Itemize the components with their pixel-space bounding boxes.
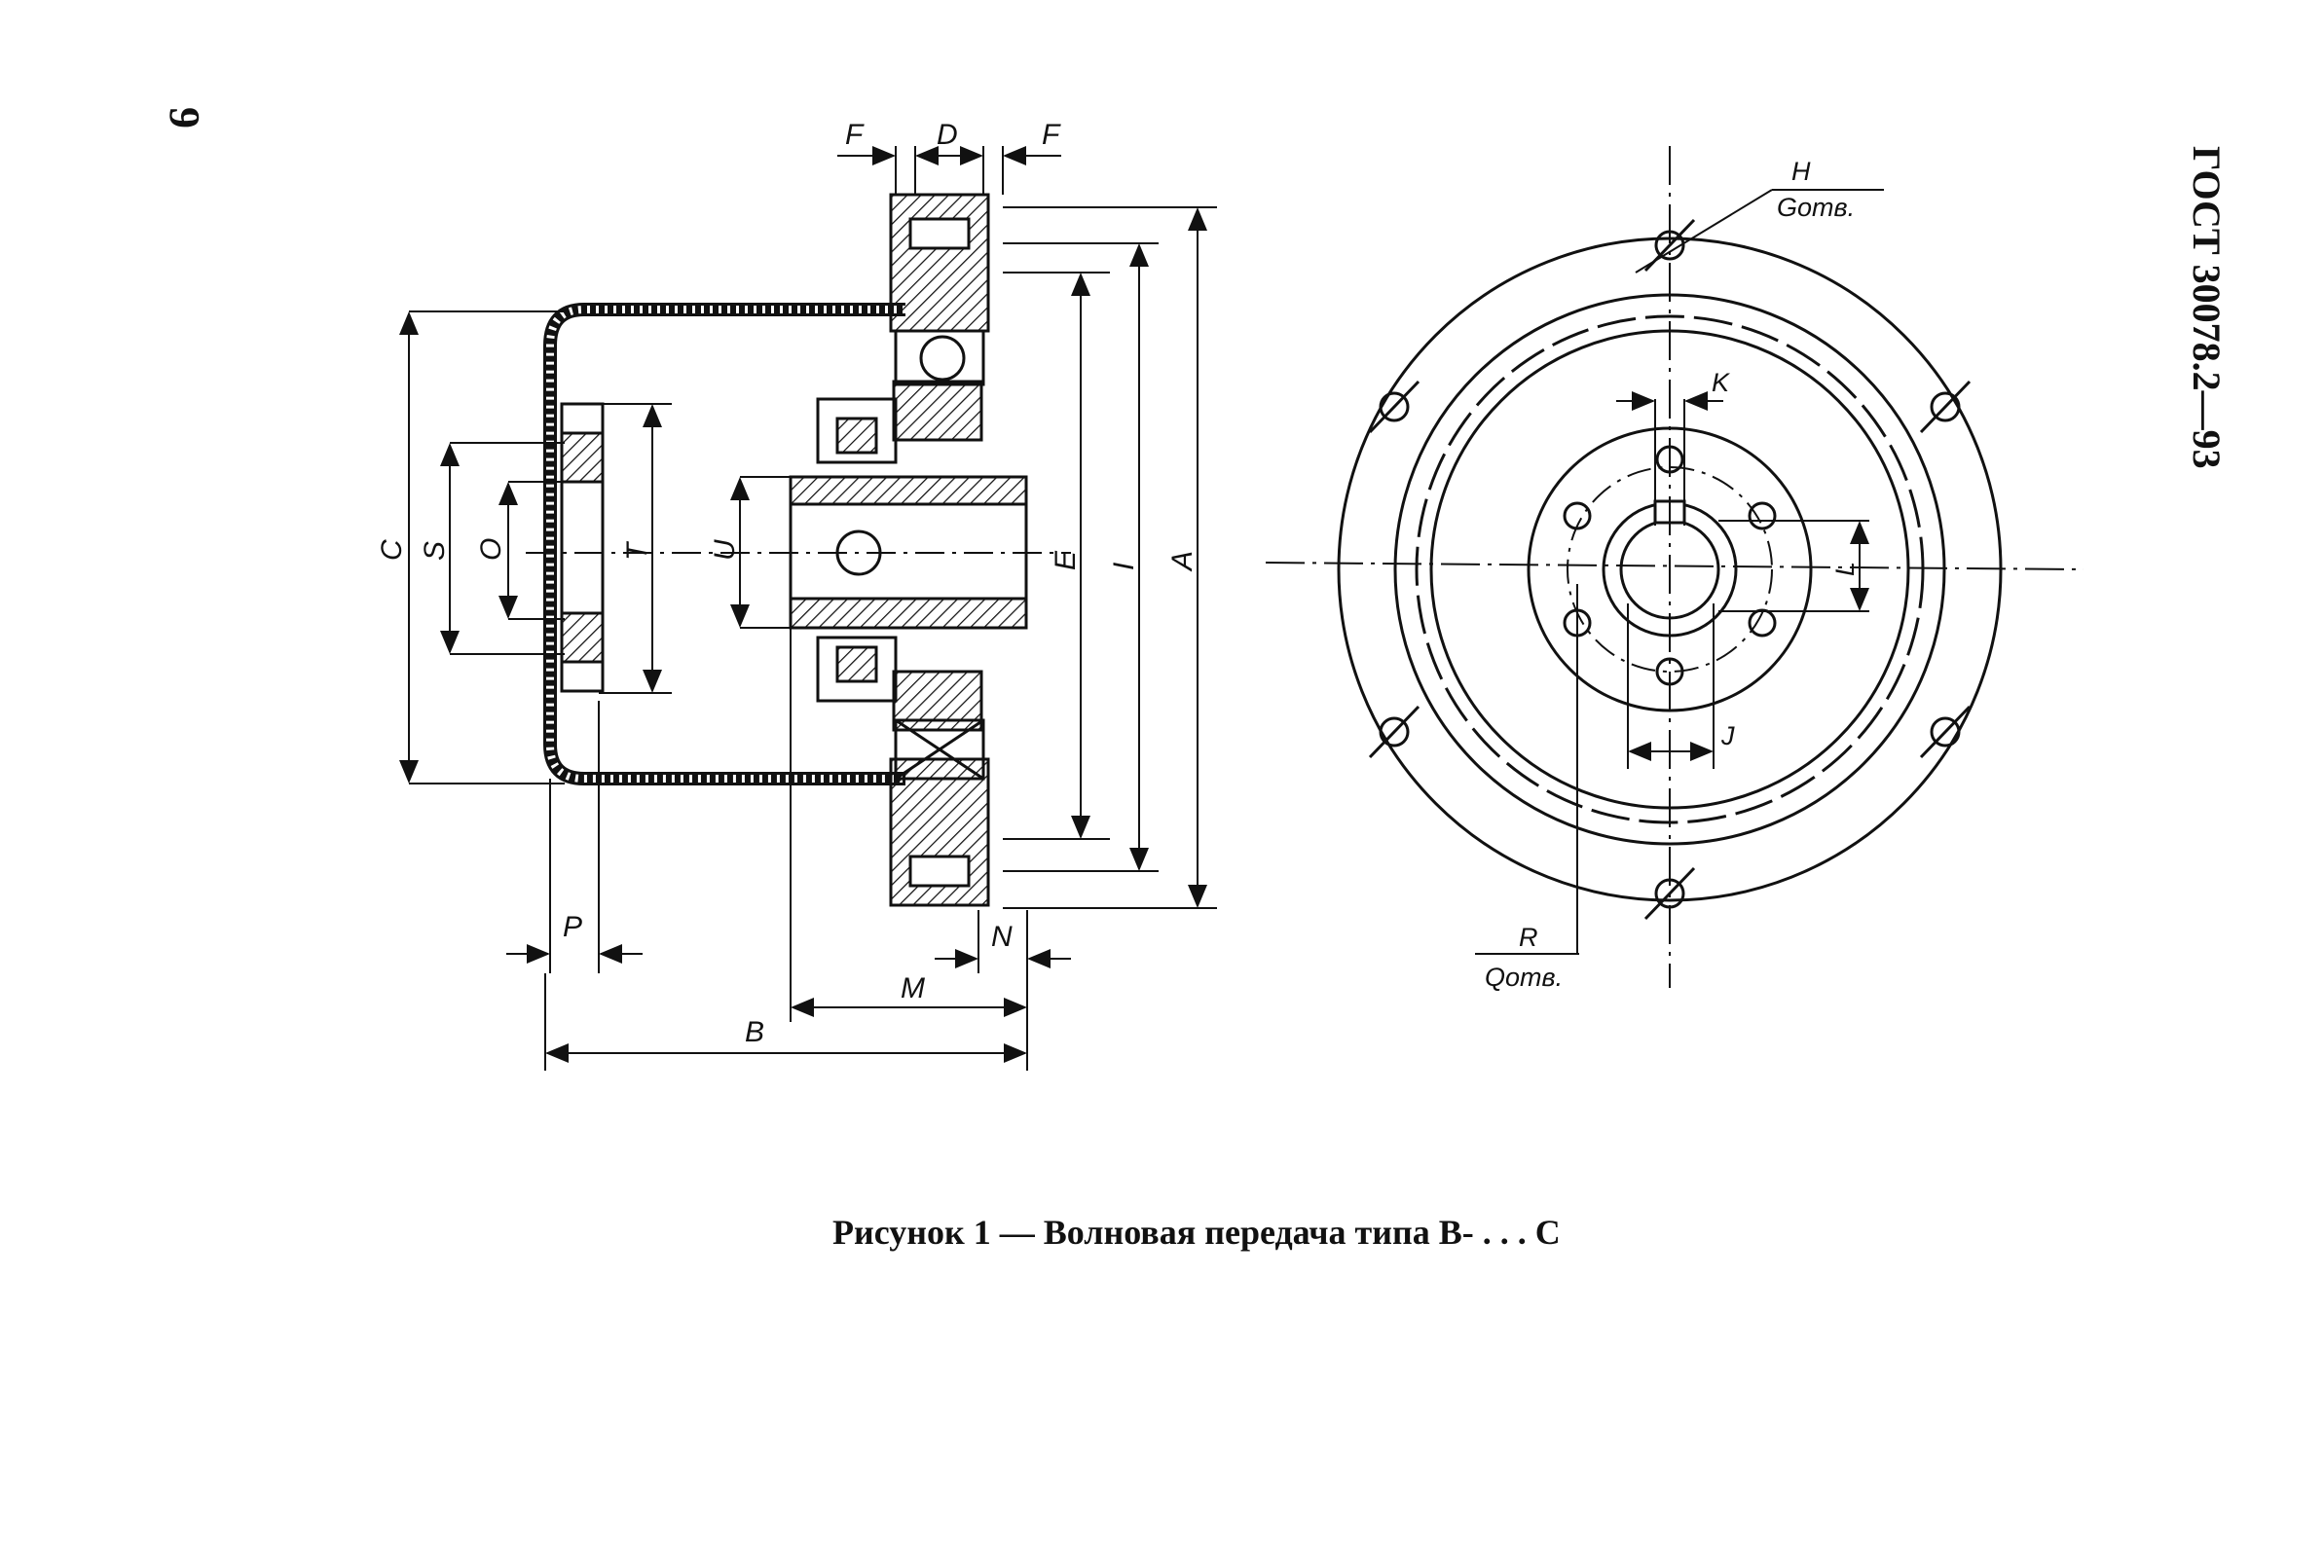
left-flange: [560, 402, 605, 693]
figure-caption: Рисунок 1 — Волновая передача типа В- . …: [832, 1213, 1561, 1252]
label-c: C: [376, 539, 408, 561]
label-h: H: [1791, 157, 1811, 186]
front-view-dimensions: [1475, 189, 1884, 955]
label-q-otv: Qотв.: [1485, 963, 1563, 992]
label-p: P: [563, 911, 582, 943]
label-f-left: F: [845, 119, 865, 151]
label-e: E: [1050, 550, 1082, 570]
label-f-right: F: [1042, 119, 1061, 151]
label-t: T: [621, 540, 653, 561]
label-g-otv: Gотв.: [1777, 193, 1855, 222]
label-r: R: [1519, 923, 1538, 952]
side-view-labels: F D F C S O T U E I A P N M B: [376, 119, 1199, 1048]
label-s: S: [419, 541, 451, 561]
bearing-bottom: [894, 718, 985, 781]
ring-gear-top: [889, 193, 990, 333]
label-k: K: [1712, 368, 1730, 397]
label-i: I: [1108, 563, 1140, 570]
front-view-labels: H Gотв. K L J R Qотв.: [1485, 157, 1860, 992]
label-l: L: [1830, 562, 1860, 576]
bearing-top: [919, 335, 966, 382]
label-o: O: [475, 538, 507, 561]
label-m: M: [901, 972, 925, 1004]
front-view: [1265, 146, 2084, 988]
label-n: N: [991, 921, 1013, 953]
label-j: J: [1720, 721, 1735, 750]
side-view-dimensions: [399, 146, 1217, 1071]
label-a: A: [1166, 551, 1199, 572]
label-b: B: [745, 1016, 764, 1048]
label-d: D: [937, 119, 958, 151]
side-section-view: [526, 193, 1071, 907]
label-u: U: [709, 539, 741, 561]
